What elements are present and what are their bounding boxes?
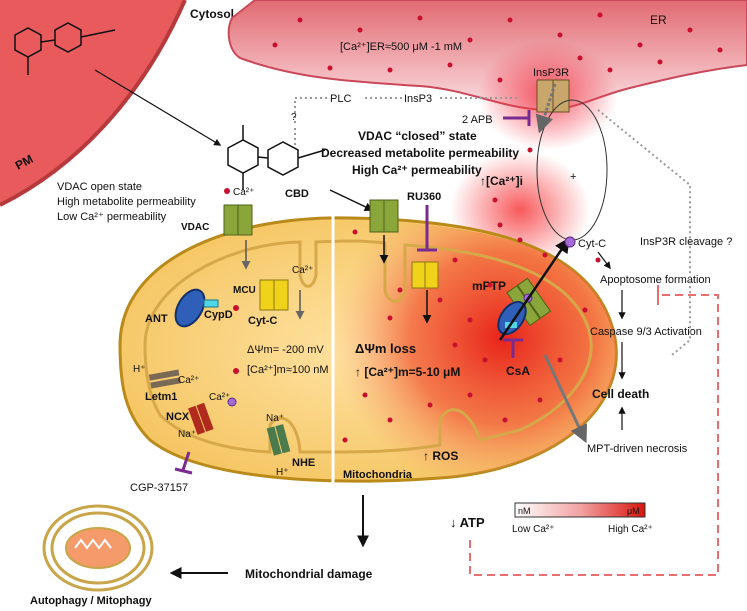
ncx-exchanger [188,402,214,435]
na-label-nhe: Na⁺ [266,413,284,424]
vdac-open-text-2: High metabolite permeability [57,196,196,208]
mito-damage-label: Mitochondrial damage [245,567,373,581]
mitochondria-label: Mitochondria [343,469,413,481]
apoptosome-label-line: Apoptosome formation [600,274,711,286]
legend-low-label: Low Ca²⁺ [512,524,555,535]
inner-membrane [143,239,593,454]
cbd-molecule-pm-icon [14,22,116,75]
vdac-label: VDAC [181,222,209,233]
vdac-open-text-1: VDAC open state [57,181,142,193]
ca-label-mcu: Ca²⁺ [292,265,313,276]
mpt-necrosis-label: MPT-driven necrosis [587,443,688,455]
cbd-label: CBD [285,188,309,200]
vdac-channel-open [223,204,253,236]
cgp-inhibitor-label: CGP-37157 [130,482,188,494]
vdac-closed-text-1: VDAC “closed” state [358,129,477,143]
feedback-plus-label: + [570,171,576,183]
cytc-out-label: Cyt-C [578,238,606,250]
cell-death-label: Cell death [592,387,649,401]
autophagy-label: Autophagy / Mitophagy [30,595,152,607]
ca-label-ncx: Ca²⁺ [209,392,230,403]
er-label: ER [650,13,667,27]
mcu-channel [259,279,289,311]
ncx-label: NCX [166,411,190,423]
cytosolic-calcium-label: ↑[Ca²⁺]i [480,174,523,188]
atp-label: ↓ ATP [450,515,485,530]
insp3-label: InsP3 [404,93,432,105]
insp3r-channel [536,79,570,113]
vdac-closed-text-3: High Ca²⁺ permeability [352,163,482,177]
nhe-exchanger [266,424,291,456]
letm1-label: Letm1 [145,391,177,403]
plasma-membrane [0,0,185,205]
h-label-nhe: H⁺ [276,467,289,478]
calcium-gradient-legend [514,502,646,518]
csa-label: CsA [506,364,530,378]
ros-label: ↑ ROS [423,449,458,463]
ca-label-vdac: Ca²⁺ [233,187,254,198]
mcu-label: MCU [233,285,256,296]
ant-label: ANT [145,313,168,325]
apoptosome-label: Apoptosome formation [600,274,711,286]
vdac-channel-closed [369,199,399,233]
matrix-calcium-label: [Ca²⁺]m≈100 nM [247,364,329,376]
cytc-label: Cyt-C [248,315,277,327]
caspase-label: Caspase 9/3 Activation [590,326,702,338]
autophagosome-icon [42,504,154,592]
ca-label-letm1: Ca²⁺ [178,375,199,386]
er-calcium-label: [Ca²⁺]ER≈500 μM -1 mM [340,41,462,53]
potential-loss-label: ΔΨm loss [355,341,416,356]
membrane-potential-label: ΔΨm= -200 mV [247,344,324,356]
insp3r-label: InsP3R [533,67,569,79]
na-label-ncx: Na⁺ [178,429,196,440]
cbd-molecule-icon [227,125,326,190]
letm1-transporter [148,369,181,389]
plc-question-mark: ? [291,112,297,123]
h-label-letm1: H⁺ [133,364,146,375]
cypd-label: CypD [204,309,233,321]
legend-high-label: High Ca²⁺ [608,524,653,535]
high-matrix-calcium-label: ↑ [Ca²⁺]m=5-10 μM [355,365,460,379]
ant-transporter [174,288,206,328]
cytosol-label: Cytosol [190,7,234,21]
insp3r-cleavage-label: InsP3R cleavage ? [640,236,732,248]
2apb-label: 2 APB [462,114,493,126]
vdac-open-text-3: Low Ca²⁺ permeability [57,211,167,223]
legend-um-label: μM [627,506,640,516]
mcu-channel-blocked [411,261,439,289]
ru360-label: RU360 [407,191,441,203]
vdac-closed-text-2: Decreased metabolite permeability [321,146,519,160]
cypd-protein [203,299,219,308]
legend-nm-label: nM [518,506,531,516]
plc-label: PLC [330,93,351,105]
nhe-label: NHE [292,457,315,469]
